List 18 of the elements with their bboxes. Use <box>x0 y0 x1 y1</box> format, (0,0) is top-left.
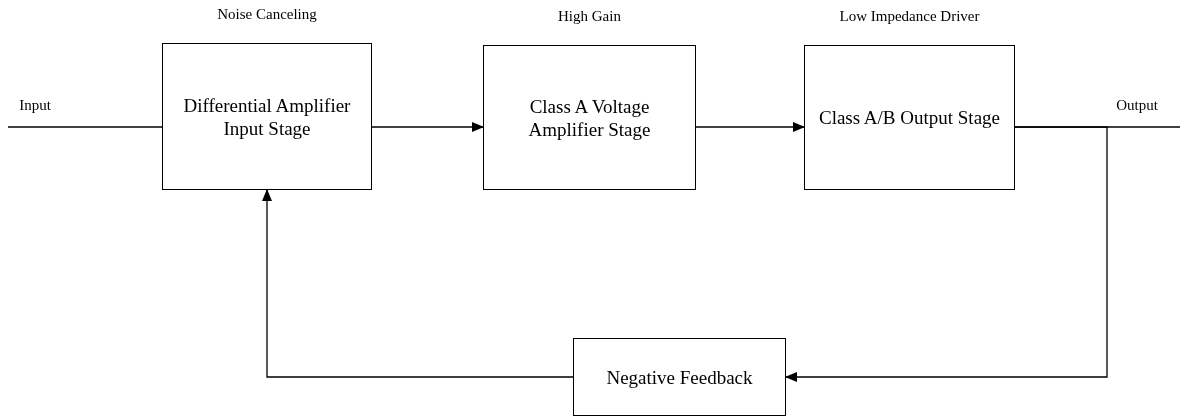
stage-caption: Noise Canceling <box>217 6 317 23</box>
process-box <box>483 45 696 190</box>
arrow <box>262 189 574 378</box>
process-box <box>804 45 1015 190</box>
process-box <box>162 43 372 190</box>
box-label: Class A/B Output Stage <box>817 106 1001 129</box>
stage-caption: High Gain <box>558 8 621 25</box>
arrow <box>785 126 1108 382</box>
signal-line <box>7 126 163 128</box>
box-label: Class A Voltage Amplifier Stage <box>527 94 652 141</box>
stage-caption: Low Impedance Driver <box>839 8 980 25</box>
edge-label: Input <box>19 97 51 114</box>
arrow <box>695 122 805 132</box>
box-label: Negative Feedback <box>605 365 754 389</box>
box-label: Differential Amplifier Input Stage <box>182 93 352 140</box>
process-box <box>573 338 786 416</box>
edge-label: Output <box>1116 97 1158 114</box>
arrow <box>371 122 484 132</box>
